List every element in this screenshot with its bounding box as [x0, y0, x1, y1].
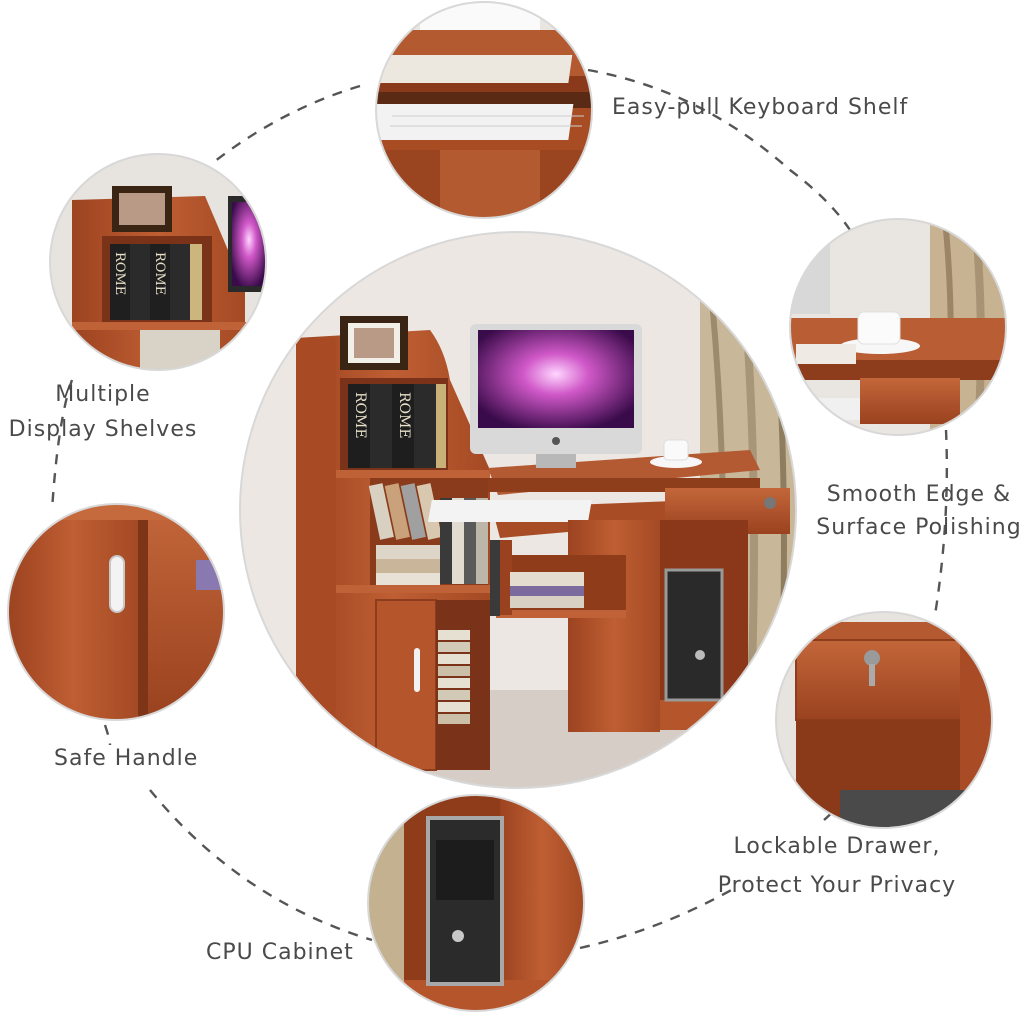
bookcase: ROME ROME	[296, 316, 490, 771]
label-lockable-line2: Protect Your Privacy	[717, 873, 957, 898]
cpu-tower	[664, 568, 724, 702]
label-smooth-edge-line2: Surface Polishing	[816, 515, 1022, 540]
lower-books	[438, 630, 470, 724]
label-smooth-edge: Smooth Edge & Surface Polishing	[814, 482, 1024, 540]
dashed-connector-ring	[50, 68, 949, 950]
rome-books	[348, 384, 446, 468]
book-spine-label: ROME	[112, 252, 127, 295]
display-shelves-photo: ROME ROME	[50, 154, 266, 370]
label-lockable-drawer: Lockable Drawer, Protect Your Privacy	[712, 834, 962, 898]
coffee-cup	[650, 439, 702, 468]
book-spine-label: ROME	[152, 252, 167, 295]
label-display-shelves-line1: Multiple	[55, 382, 151, 407]
label-lockable-line1: Lockable Drawer,	[733, 834, 941, 859]
smooth-edge-photo	[790, 219, 1006, 435]
keyboard-shelf-photo	[376, 2, 592, 218]
label-safe-handle: Safe Handle	[54, 746, 199, 771]
lockable-drawer-photo	[776, 612, 992, 828]
imac-monitor	[470, 324, 642, 468]
label-display-shelves: Multiple Display Shelves	[8, 382, 198, 442]
photo-frame	[340, 316, 408, 370]
label-cpu-cabinet: CPU Cabinet	[206, 940, 354, 965]
label-smooth-edge-line1: Smooth Edge &	[826, 482, 1012, 507]
book-spine-label: ROME	[396, 392, 412, 439]
label-display-shelves-line2: Display Shelves	[8, 417, 198, 442]
cpu-cabinet-photo	[368, 795, 584, 1011]
label-keyboard-shelf: Easy-pull Keyboard Shelf	[612, 95, 909, 120]
desk	[427, 450, 790, 732]
book-spine-label: ROME	[352, 392, 368, 439]
safe-handle-photo	[8, 504, 224, 720]
